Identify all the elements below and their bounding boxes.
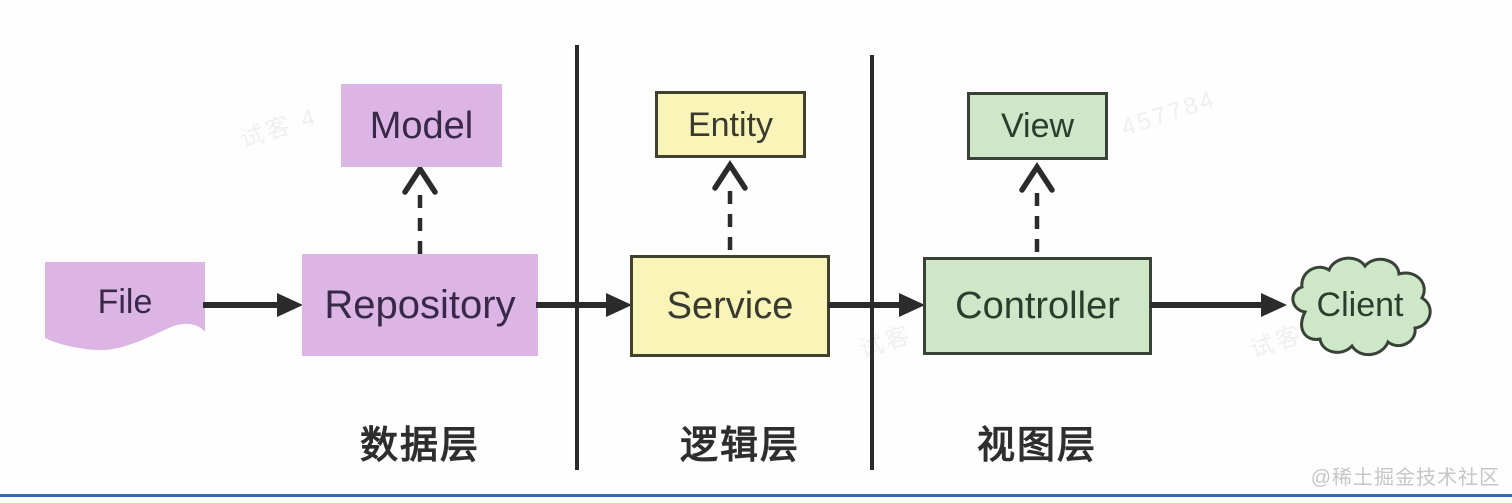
arrow-controller-to-client [1150,293,1287,317]
layer-caption-view: 视图层 [976,425,1097,467]
service-node-label: Service [666,285,794,327]
dashed-arrow-controller-to-view [1019,161,1055,257]
entity-node-label: Entity [687,105,774,144]
repository-node-label: Repository [324,283,516,327]
arrow-repository-to-service [536,293,632,317]
arrow-file-to-repository [203,293,303,317]
model-node: Model [341,84,502,167]
bottom-divider-line [0,494,1512,497]
dashed-arrow-service-to-entity [712,159,748,255]
view-node-label: View [1000,107,1075,145]
layer-divider-data-logic [575,45,579,470]
controller-node-label: Controller [955,285,1120,327]
faint-watermark: 试客 4 [236,103,322,154]
layer-caption-data: 数据层 [359,425,480,467]
faint-watermark: 试客 [856,321,916,364]
service-node: Service [630,255,830,357]
layer-divider-logic-view [870,55,874,470]
file-document-shape [45,262,205,351]
controller-node: Controller [923,257,1152,355]
arrow-service-to-controller [828,293,925,317]
site-watermark: @稀土掘金技术社区 [1310,467,1500,489]
faint-watermark: 457784 [1118,85,1220,142]
layer-caption-logic: 逻辑层 [679,425,800,467]
entity-node: Entity [655,91,806,158]
view-node: View [967,92,1108,160]
model-node-label: Model [369,104,474,147]
client-cloud-shape [1291,256,1432,356]
repository-node: Repository [302,254,538,356]
dashed-arrow-repository-to-model [402,163,438,254]
